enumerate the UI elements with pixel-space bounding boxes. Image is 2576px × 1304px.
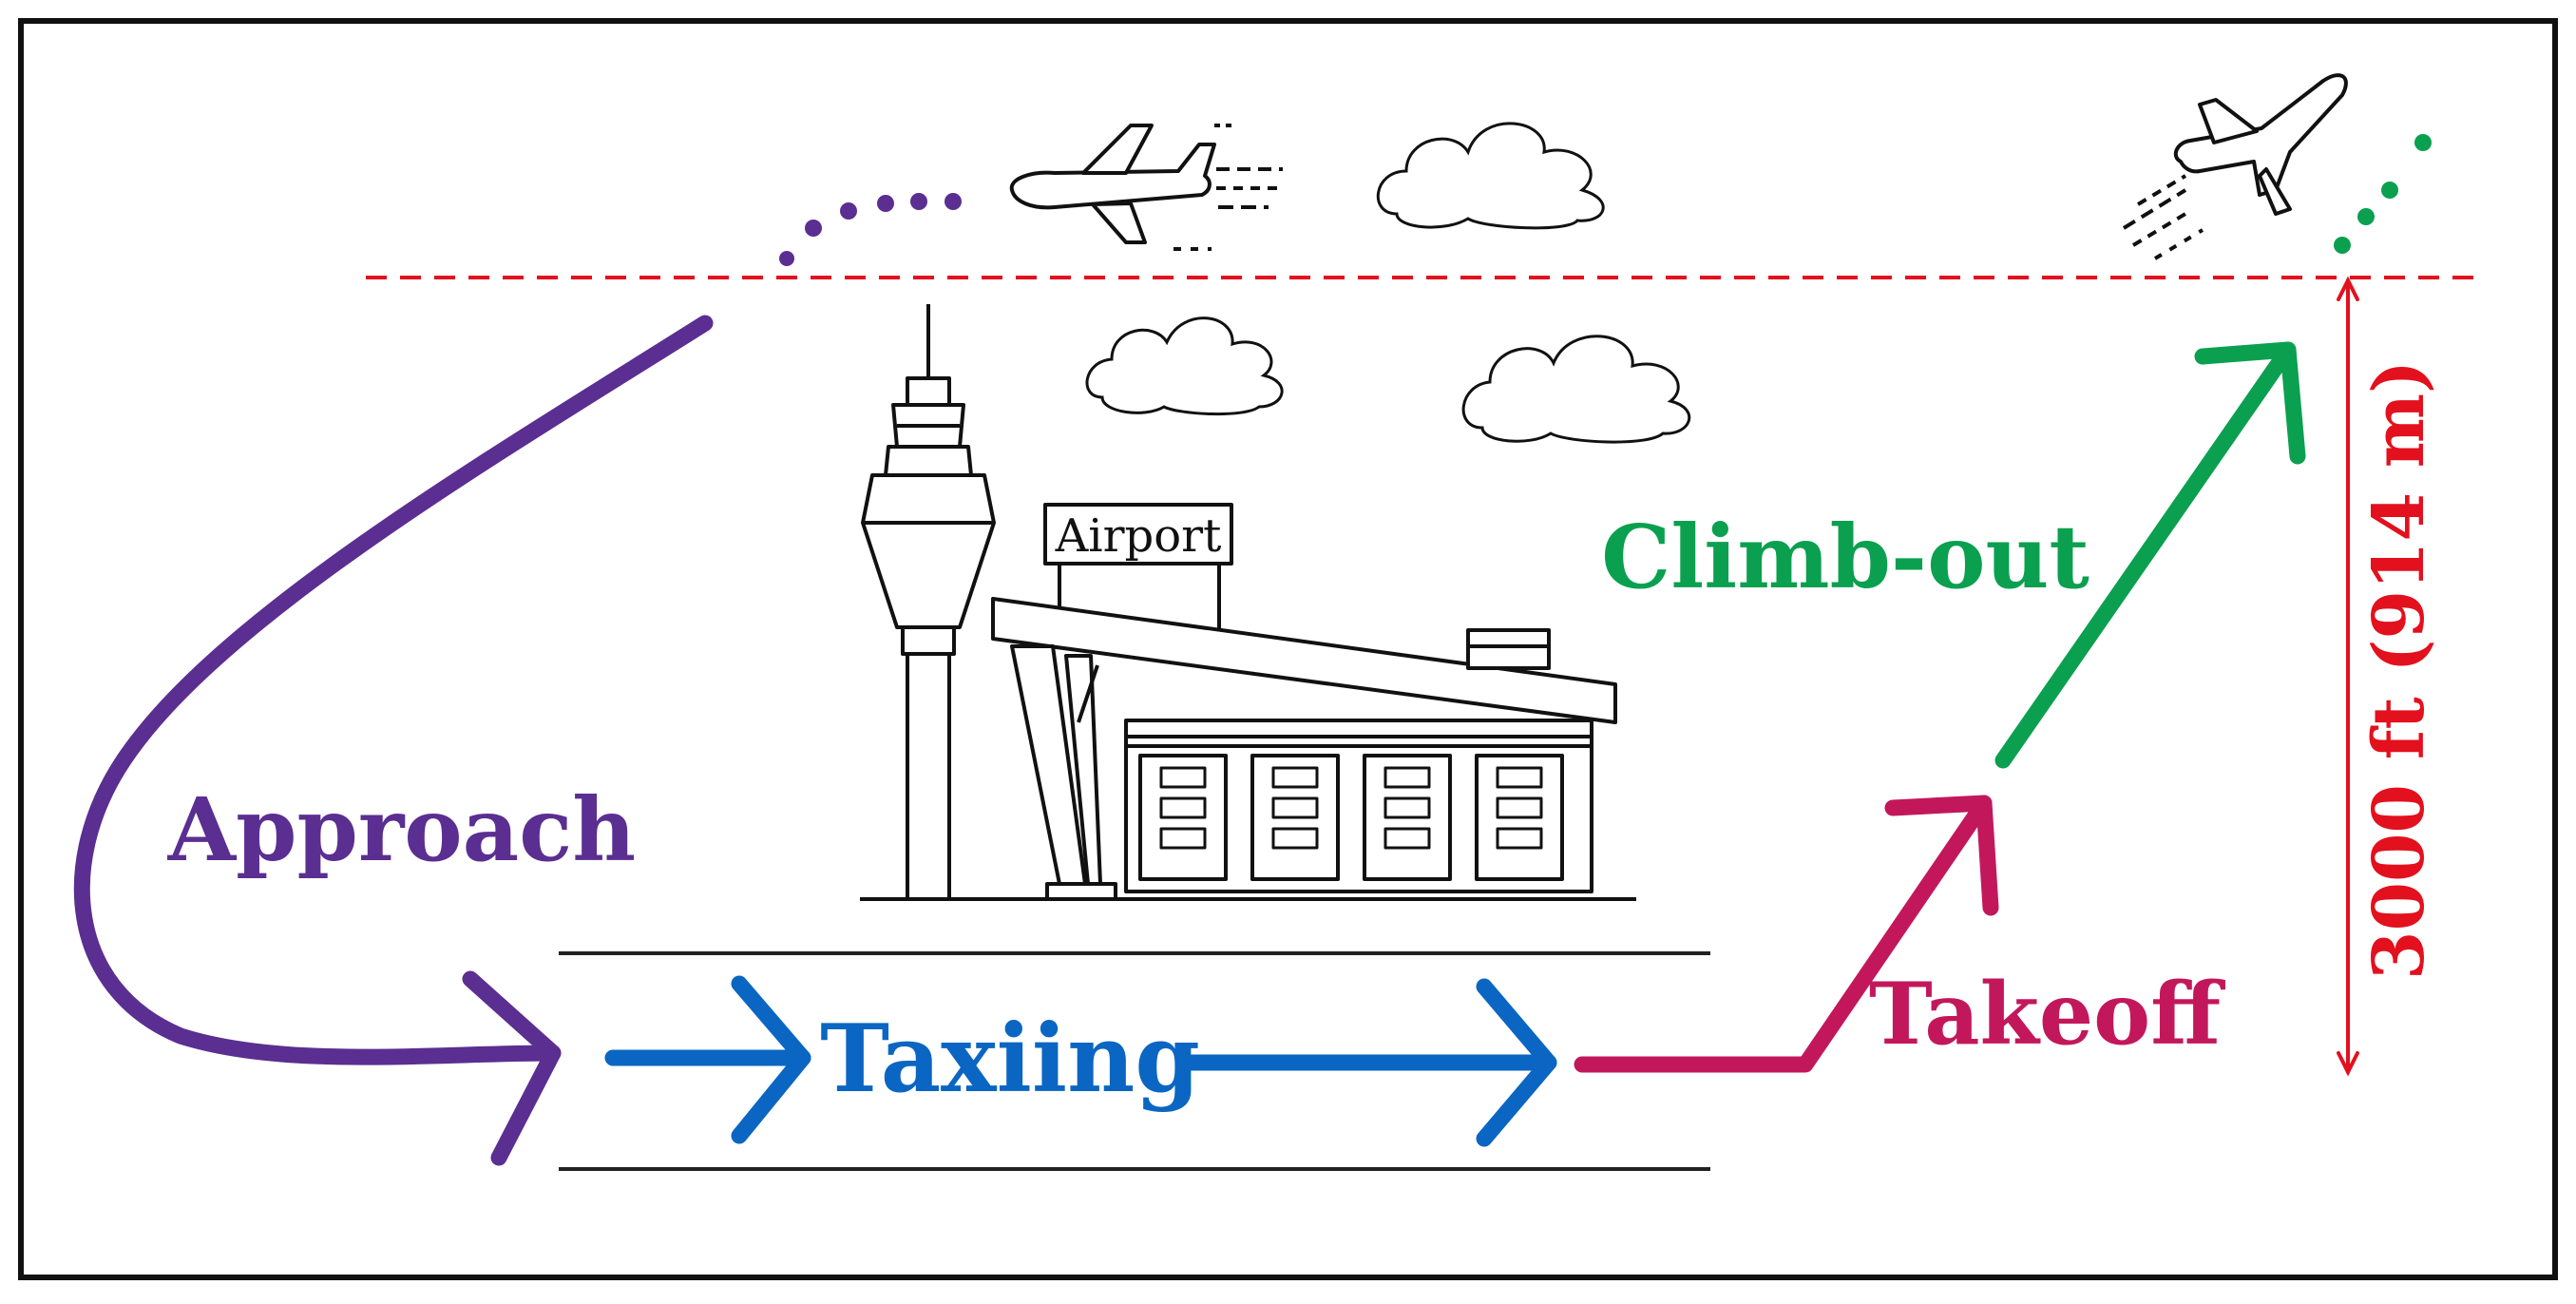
takeoff-label: Takeoff <box>1869 964 2225 1064</box>
altitude-label: 3000 ft (914 m) <box>2358 360 2440 980</box>
cloud-icon <box>1461 335 1691 444</box>
cloud-icon <box>1376 122 1605 230</box>
terminal-building-icon <box>860 503 1636 901</box>
takeoff-arrow <box>1574 795 1999 1073</box>
taxiing-label: Taxiing <box>820 1005 1200 1114</box>
control-tower-icon <box>861 304 996 901</box>
airport-sign-board <box>1043 503 1233 566</box>
cloud-icon <box>1085 316 1284 416</box>
airplane-icon <box>2122 73 2348 260</box>
approach-label: Approach <box>167 778 636 881</box>
climb-out-arrow <box>1994 341 2306 769</box>
climb-trail-dots <box>2334 134 2432 254</box>
climb-out-label: Climb-out <box>1601 506 2089 608</box>
approach-trail-dots <box>779 193 962 266</box>
approach-arrow <box>73 315 714 1166</box>
airplane-icon <box>1009 124 1283 251</box>
airport-sign-label: Airport <box>1055 509 1222 563</box>
taxiing-arrow <box>604 975 1557 1147</box>
altitude-arrow <box>2337 276 2359 1077</box>
